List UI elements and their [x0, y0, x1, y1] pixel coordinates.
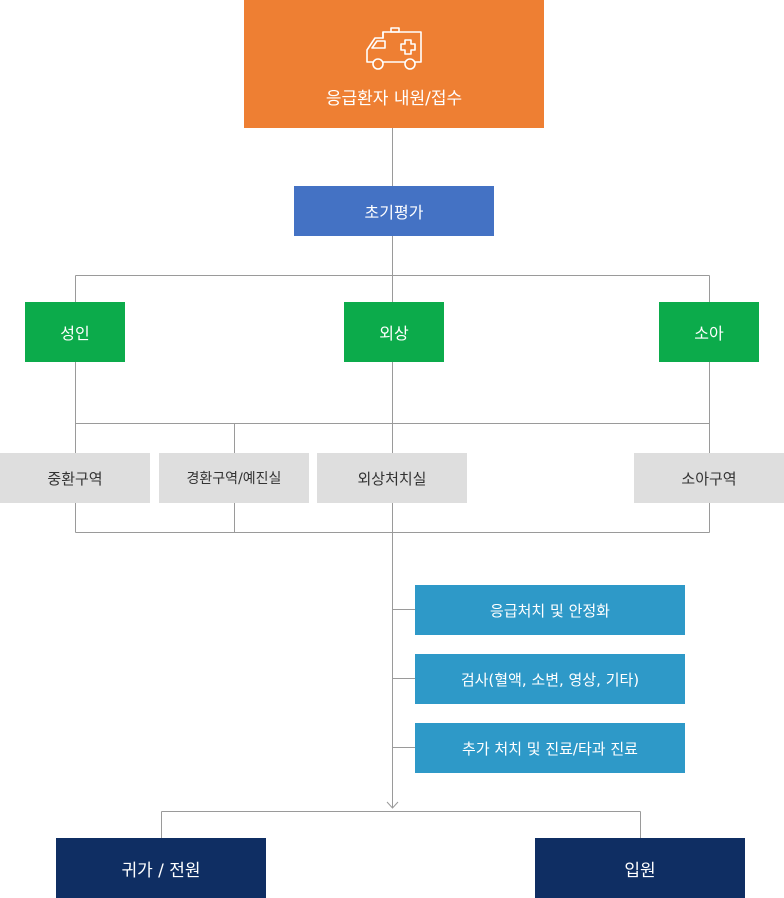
step-examination-box: 검사(혈액, 소변, 영상, 기타): [415, 654, 685, 704]
start-label: 응급환자 내원/접수: [325, 88, 463, 109]
outcome-label: 귀가 / 전원: [121, 860, 201, 881]
zone-label: 소아구역: [681, 469, 737, 488]
zone-label: 중환구역: [47, 469, 103, 488]
zone-mild-box: 경환구역/예진실: [159, 453, 309, 503]
step-label: 추가 처치 및 진료/타과 진료: [462, 739, 638, 758]
category-label: 성인: [60, 324, 90, 343]
start-box: 응급환자 내원/접수: [244, 0, 544, 128]
step-emergency-treatment-box: 응급처치 및 안정화: [415, 585, 685, 635]
initial-assessment-label: 초기평가: [364, 203, 424, 222]
step-label: 검사(혈액, 소변, 영상, 기타): [460, 670, 640, 689]
zone-child-box: 소아구역: [634, 453, 784, 503]
outcome-admission-box: 입원: [535, 838, 745, 898]
step-label: 응급처치 및 안정화: [490, 601, 610, 620]
category-child-box: 소아: [659, 302, 759, 362]
category-label: 외상: [379, 324, 409, 343]
zone-label: 경환구역/예진실: [186, 471, 282, 487]
initial-assessment-box: 초기평가: [294, 186, 494, 236]
category-adult-box: 성인: [25, 302, 125, 362]
zone-label: 외상처치실: [357, 469, 427, 488]
category-label: 소아: [694, 324, 724, 343]
category-trauma-box: 외상: [344, 302, 444, 362]
outcome-discharge-transfer-box: 귀가 / 전원: [56, 838, 266, 898]
outcome-label: 입원: [624, 860, 656, 881]
zone-trauma-box: 외상처치실: [317, 453, 467, 503]
step-additional-care-box: 추가 처치 및 진료/타과 진료: [415, 723, 685, 773]
ambulance-icon: [366, 26, 422, 70]
zone-severe-box: 중환구역: [0, 453, 150, 503]
